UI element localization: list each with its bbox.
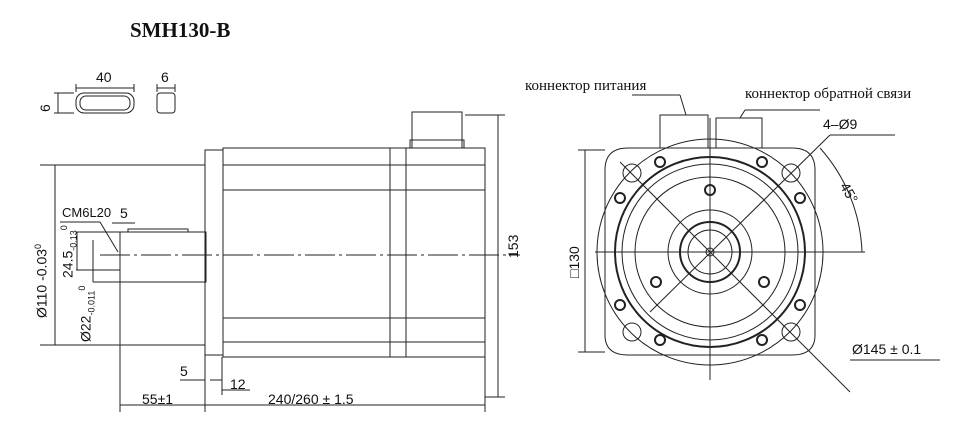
- thread-label: CM6L20: [62, 205, 112, 220]
- key-view: [54, 84, 176, 114]
- shaft-length-label: 55±1: [142, 391, 174, 407]
- pcd-label: Ø145 ± 0.1: [852, 341, 922, 357]
- key-length-label: 40: [96, 69, 112, 85]
- front-view: [578, 94, 940, 393]
- feedback-connector-label: коннектор обратной связи: [745, 86, 912, 102]
- shaft-dia-label: Ø22-0.0110: [77, 285, 97, 342]
- holes-label: 4–Ø9: [823, 116, 858, 132]
- body-length-label: 240/260 ± 1.5: [268, 391, 354, 407]
- flange-dia-label: Ø110 -0.030: [33, 243, 50, 318]
- power-connector-label: коннектор питания: [525, 78, 647, 94]
- keyway-offset-label: 5: [120, 205, 128, 221]
- square-label: □130: [566, 246, 582, 278]
- key-height-dim: 24.5-0.130: [59, 225, 79, 278]
- key-width-label: 6: [161, 69, 169, 85]
- height-label: 153: [505, 234, 521, 258]
- flange-step-label: 5: [180, 363, 188, 379]
- key-height-label: 6: [37, 104, 53, 112]
- drawing-title: SMH130-B: [130, 18, 231, 42]
- side-view: [40, 111, 520, 412]
- flange-thickness-label: 12: [230, 376, 246, 392]
